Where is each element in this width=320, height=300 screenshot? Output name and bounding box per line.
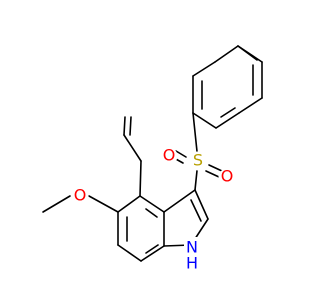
allyl-double-inner: [129, 116, 132, 136]
o-left-bg: [160, 147, 178, 165]
oxygen-atom-sulfonyl-right: O: [221, 167, 234, 186]
sulfur-atom: S: [193, 151, 203, 170]
pyrrole-inner-double: [190, 199, 202, 222]
pyrrole-bond-2: [194, 189, 209, 220]
s-o-right-bond-a: [208, 164, 223, 172]
indole-benzene-bond-1: [117, 195, 141, 213]
tolyl-ring-bond-2: [192, 61, 216, 77]
indole-inner-double-2: [145, 244, 159, 254]
allyl-double-outer: [123, 116, 126, 136]
indole-inner-double-3: [145, 208, 158, 218]
oxygen-atom-methoxy: O: [74, 186, 87, 205]
hydrogen-atom-on-nitrogen: H: [186, 254, 198, 273]
molecule-canvas: O S O O N H: [42, 45, 263, 273]
allyl-bond-1: [139, 160, 142, 197]
tolyl-ring-bond-8: [237, 45, 263, 63]
indole-core: [117, 189, 209, 262]
s-o-left-bond-a: [175, 150, 187, 158]
tolyl-ring-bond-1: [214, 45, 239, 63]
indole-benzene-bond-3: [117, 244, 142, 262]
oxygen-atom-sulfonyl-left: O: [163, 146, 176, 165]
tolyl-inner-double-3: [220, 107, 236, 118]
o-methoxy-bg: [71, 187, 89, 205]
molecule-diagram: O S O O N H: [42, 45, 263, 273]
tolyl-ring-bond-4: [192, 112, 217, 129]
indole-benzene-bond-4: [140, 245, 165, 262]
s-bg: [188, 151, 208, 171]
tolyl-ring-bond-5: [215, 112, 240, 129]
s-o-right-bond-b: [205, 170, 220, 178]
pyrrole-bond-1: [163, 189, 196, 213]
methoxy-o-to-ring: [88, 195, 119, 213]
tolyl-ring: [192, 45, 263, 129]
o-right-bg: [218, 168, 236, 186]
tolyl-ring-bond-6: [238, 97, 263, 114]
nitrogen-atom: N: [186, 238, 198, 257]
methoxy-o-to-methyl: [42, 195, 71, 213]
indole-benzene-bond-6: [139, 195, 165, 213]
allyl-bond-2: [123, 134, 142, 162]
n-bg: [184, 237, 200, 259]
